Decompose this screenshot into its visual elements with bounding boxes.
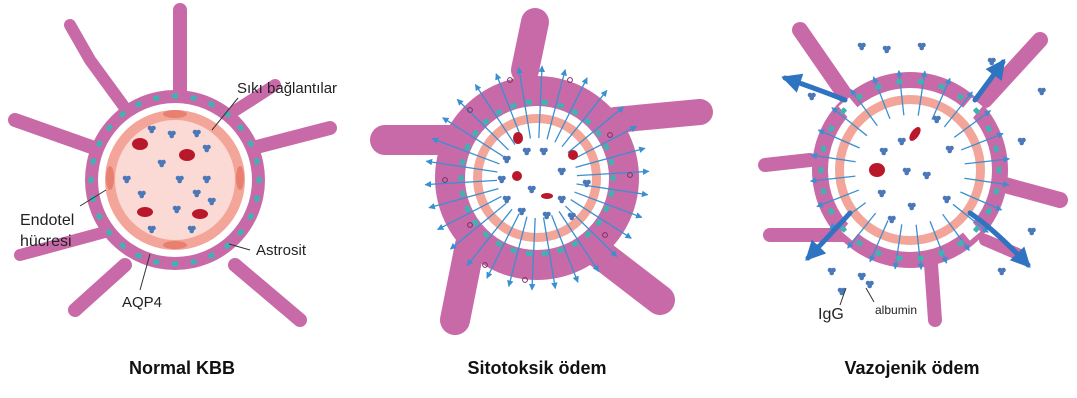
- endothelial-nucleus: [236, 166, 244, 190]
- panel-title-normal: Normal KBB: [82, 358, 282, 379]
- panel-vasogenic: [765, 30, 1060, 320]
- aqp4-channel: [526, 100, 532, 106]
- aqp4-channel: [89, 177, 94, 183]
- aqp4-channel: [172, 262, 178, 267]
- aqp4-channel: [819, 167, 824, 173]
- aqp4-channel: [997, 167, 1002, 173]
- protein-particle: [858, 43, 866, 51]
- endothelial-nucleus: [163, 110, 187, 118]
- protein-particle: [998, 268, 1006, 276]
- vessel-lumen: [115, 120, 235, 240]
- protein-particle: [918, 43, 926, 51]
- aqp4-channel: [917, 79, 924, 85]
- panel-title-cytotoxic: Sitotoksik ödem: [437, 358, 637, 379]
- endothelial-nucleus: [163, 241, 187, 249]
- protein-particle: [883, 46, 891, 54]
- label-aqp4: AQP4: [122, 294, 162, 311]
- panel-normal: [15, 10, 330, 320]
- aqp4-channel: [542, 251, 548, 257]
- aqp4-channel: [526, 251, 532, 257]
- aqp4-channel: [917, 256, 924, 262]
- protein-particle: [1038, 88, 1046, 96]
- aqp4-channel: [542, 100, 548, 106]
- protein-particle: [1018, 138, 1026, 146]
- protein-particle: [828, 268, 836, 276]
- label-albumin: albumin: [875, 303, 917, 317]
- label-endothelial-line2: hücresi: [20, 232, 72, 251]
- aqp4-channel: [611, 175, 616, 181]
- protein-particle: [866, 281, 874, 289]
- panel-cytotoxic: [385, 22, 700, 320]
- aqp4-channel: [257, 177, 262, 183]
- aqp4-channel: [172, 94, 178, 99]
- leader-lines: [840, 288, 874, 305]
- protein-particle: [988, 58, 996, 66]
- label-endothelial-line1: Endotel: [20, 211, 74, 230]
- endothelial-nucleus: [106, 166, 114, 190]
- label-astrocyte: Astrosit: [256, 242, 306, 259]
- protein-particle: [1028, 228, 1036, 236]
- aqp4-channel: [459, 175, 464, 181]
- protein-particle: [858, 273, 866, 281]
- label-igg: IgG: [818, 305, 844, 324]
- label-tight-junctions: Sıkı bağlantılar: [237, 80, 337, 97]
- protein-particle: [808, 93, 816, 101]
- panel-title-vasogenic: Vazojenik ödem: [812, 358, 1012, 379]
- aqp4-channel: [896, 79, 903, 85]
- aqp4-channel: [896, 256, 903, 262]
